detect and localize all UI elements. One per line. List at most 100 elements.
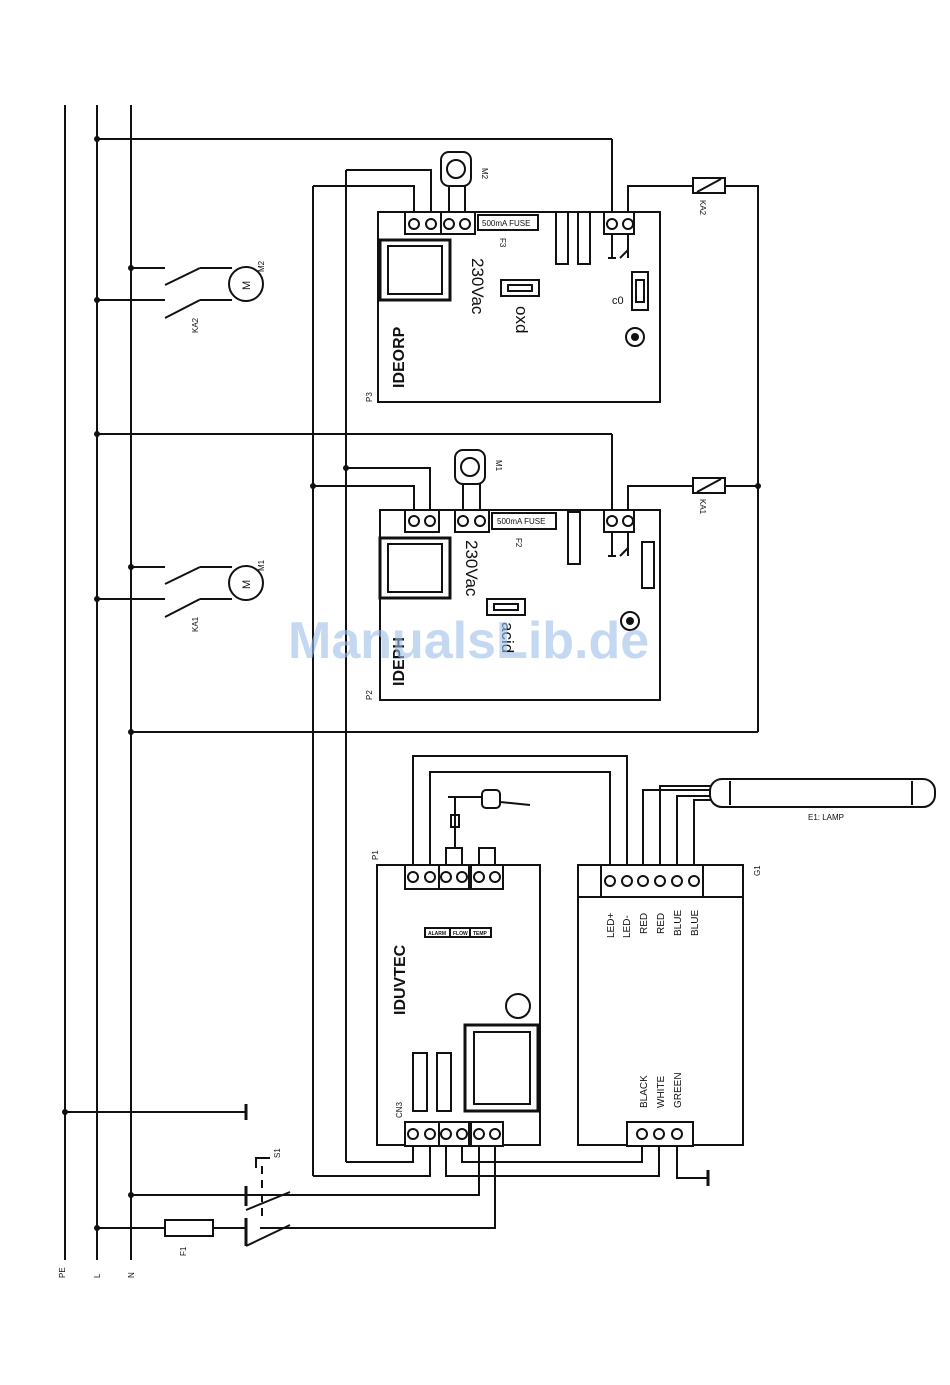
wire-iduvtec-ballast-2 <box>430 772 610 865</box>
ideorp-feed-l <box>346 170 431 212</box>
junction <box>128 729 134 735</box>
terminal <box>607 516 617 526</box>
ka2-contact-top <box>165 268 200 285</box>
ka1-coil-label: KA1 <box>698 499 707 515</box>
junction <box>128 564 134 570</box>
pump-m2 <box>441 152 471 186</box>
terminal <box>409 516 419 526</box>
pump-m1 <box>455 450 485 484</box>
lamp-wire <box>660 786 712 865</box>
n-label: N <box>127 1272 136 1278</box>
junction <box>94 136 100 142</box>
pump-m2-label: M2 <box>480 168 489 180</box>
wire-label: WHITE <box>656 1075 667 1108</box>
terminal <box>457 1129 467 1139</box>
f1-label: F1 <box>179 1246 188 1256</box>
terminal <box>654 1129 664 1139</box>
ideorp-probe-connector <box>501 280 539 296</box>
terminal <box>672 1129 682 1139</box>
flow-switch-lead <box>500 802 530 805</box>
motor-m1-label: M1 <box>257 559 266 571</box>
terminal <box>425 1129 435 1139</box>
wire-label: BLUE <box>673 910 684 936</box>
wire-cn3-ballast <box>462 1146 642 1162</box>
terminal <box>638 876 648 886</box>
terminal <box>623 516 633 526</box>
ka1-contact-top <box>165 567 200 584</box>
terminal <box>607 219 617 229</box>
lamp-wire <box>694 800 712 865</box>
ka1-contact-bottom <box>165 599 200 617</box>
terminal <box>490 1129 500 1139</box>
uv-lamp <box>710 779 935 807</box>
ideorp-title: IDEORP <box>391 326 408 388</box>
pump-m1-label: M1 <box>494 460 503 472</box>
g1-label: G1 <box>753 865 762 876</box>
terminal <box>425 516 435 526</box>
terminal <box>655 876 665 886</box>
pe-label: PE <box>58 1267 67 1278</box>
terminal <box>623 219 633 229</box>
wire-cn3-s1-l <box>260 1146 495 1228</box>
f2-label: F2 <box>514 538 523 548</box>
s1-label: S1 <box>273 1148 282 1158</box>
indicator-flow: FLOW <box>453 931 468 937</box>
ballast-terminal-top <box>601 865 703 897</box>
terminal <box>622 876 632 886</box>
temp-jumper-loop <box>479 848 495 865</box>
ka2-label: KA2 <box>191 317 200 333</box>
flow-switch-knob <box>482 790 500 808</box>
wire-label: BLUE <box>690 910 701 936</box>
wire-label: LED+ <box>606 913 617 938</box>
ideph-voltage: 230Vac <box>462 540 481 597</box>
motor-m1-symbol: M <box>241 580 253 589</box>
ballast-ground-wire <box>677 1146 708 1178</box>
terminal <box>637 1129 647 1139</box>
p3-label: P3 <box>365 392 374 402</box>
terminal <box>474 1129 484 1139</box>
terminal <box>689 876 699 886</box>
terminal <box>475 516 485 526</box>
junction <box>94 297 100 303</box>
ka2-contact-bottom <box>165 300 200 318</box>
ideorp-voltage: 230Vac <box>468 258 487 315</box>
indicator-alarm: ALARM <box>428 931 446 937</box>
watermark: ManualsLib.de <box>288 612 649 670</box>
cn3-label: CN3 <box>395 1101 404 1118</box>
junction <box>128 265 134 271</box>
terminal <box>408 1129 418 1139</box>
lamp-label: E1: LAMP <box>808 813 844 822</box>
wire-label: RED <box>639 913 650 934</box>
wire-label: GREEN <box>673 1072 684 1108</box>
f3-label: F3 <box>498 238 507 248</box>
ideorp-feed-n <box>313 186 414 212</box>
ideorp-jumper <box>632 272 648 310</box>
junction <box>94 596 100 602</box>
flow-sensor-loop <box>446 848 462 865</box>
iduvtec-title: IDUVTEC <box>392 944 409 1015</box>
wire-cn3-feed-l <box>346 1146 413 1162</box>
wire-cn3-s1-n <box>131 1146 479 1195</box>
terminal <box>444 219 454 229</box>
wire-label: RED <box>656 913 667 934</box>
motor-m2-label: M2 <box>257 260 266 272</box>
ka2-coil-label: KA2 <box>698 200 707 216</box>
terminal <box>408 872 418 882</box>
terminal <box>672 876 682 886</box>
wire-label: LED- <box>622 915 633 938</box>
ideorp-jumper-label: c0 <box>612 295 624 307</box>
terminal <box>460 219 470 229</box>
junction <box>94 1225 100 1231</box>
ideorp-bnc-pin <box>631 333 639 341</box>
terminal <box>490 872 500 882</box>
ka1-coil-wire <box>628 486 693 510</box>
ideph-fuse-label: 500mA FUSE <box>497 517 545 526</box>
terminal <box>457 872 467 882</box>
terminal <box>605 876 615 886</box>
junction <box>94 431 100 437</box>
junction <box>62 1109 68 1115</box>
ideph-feed-l <box>346 468 430 510</box>
motor-m2-symbol: M <box>241 281 253 290</box>
p1-label: P1 <box>371 850 380 860</box>
